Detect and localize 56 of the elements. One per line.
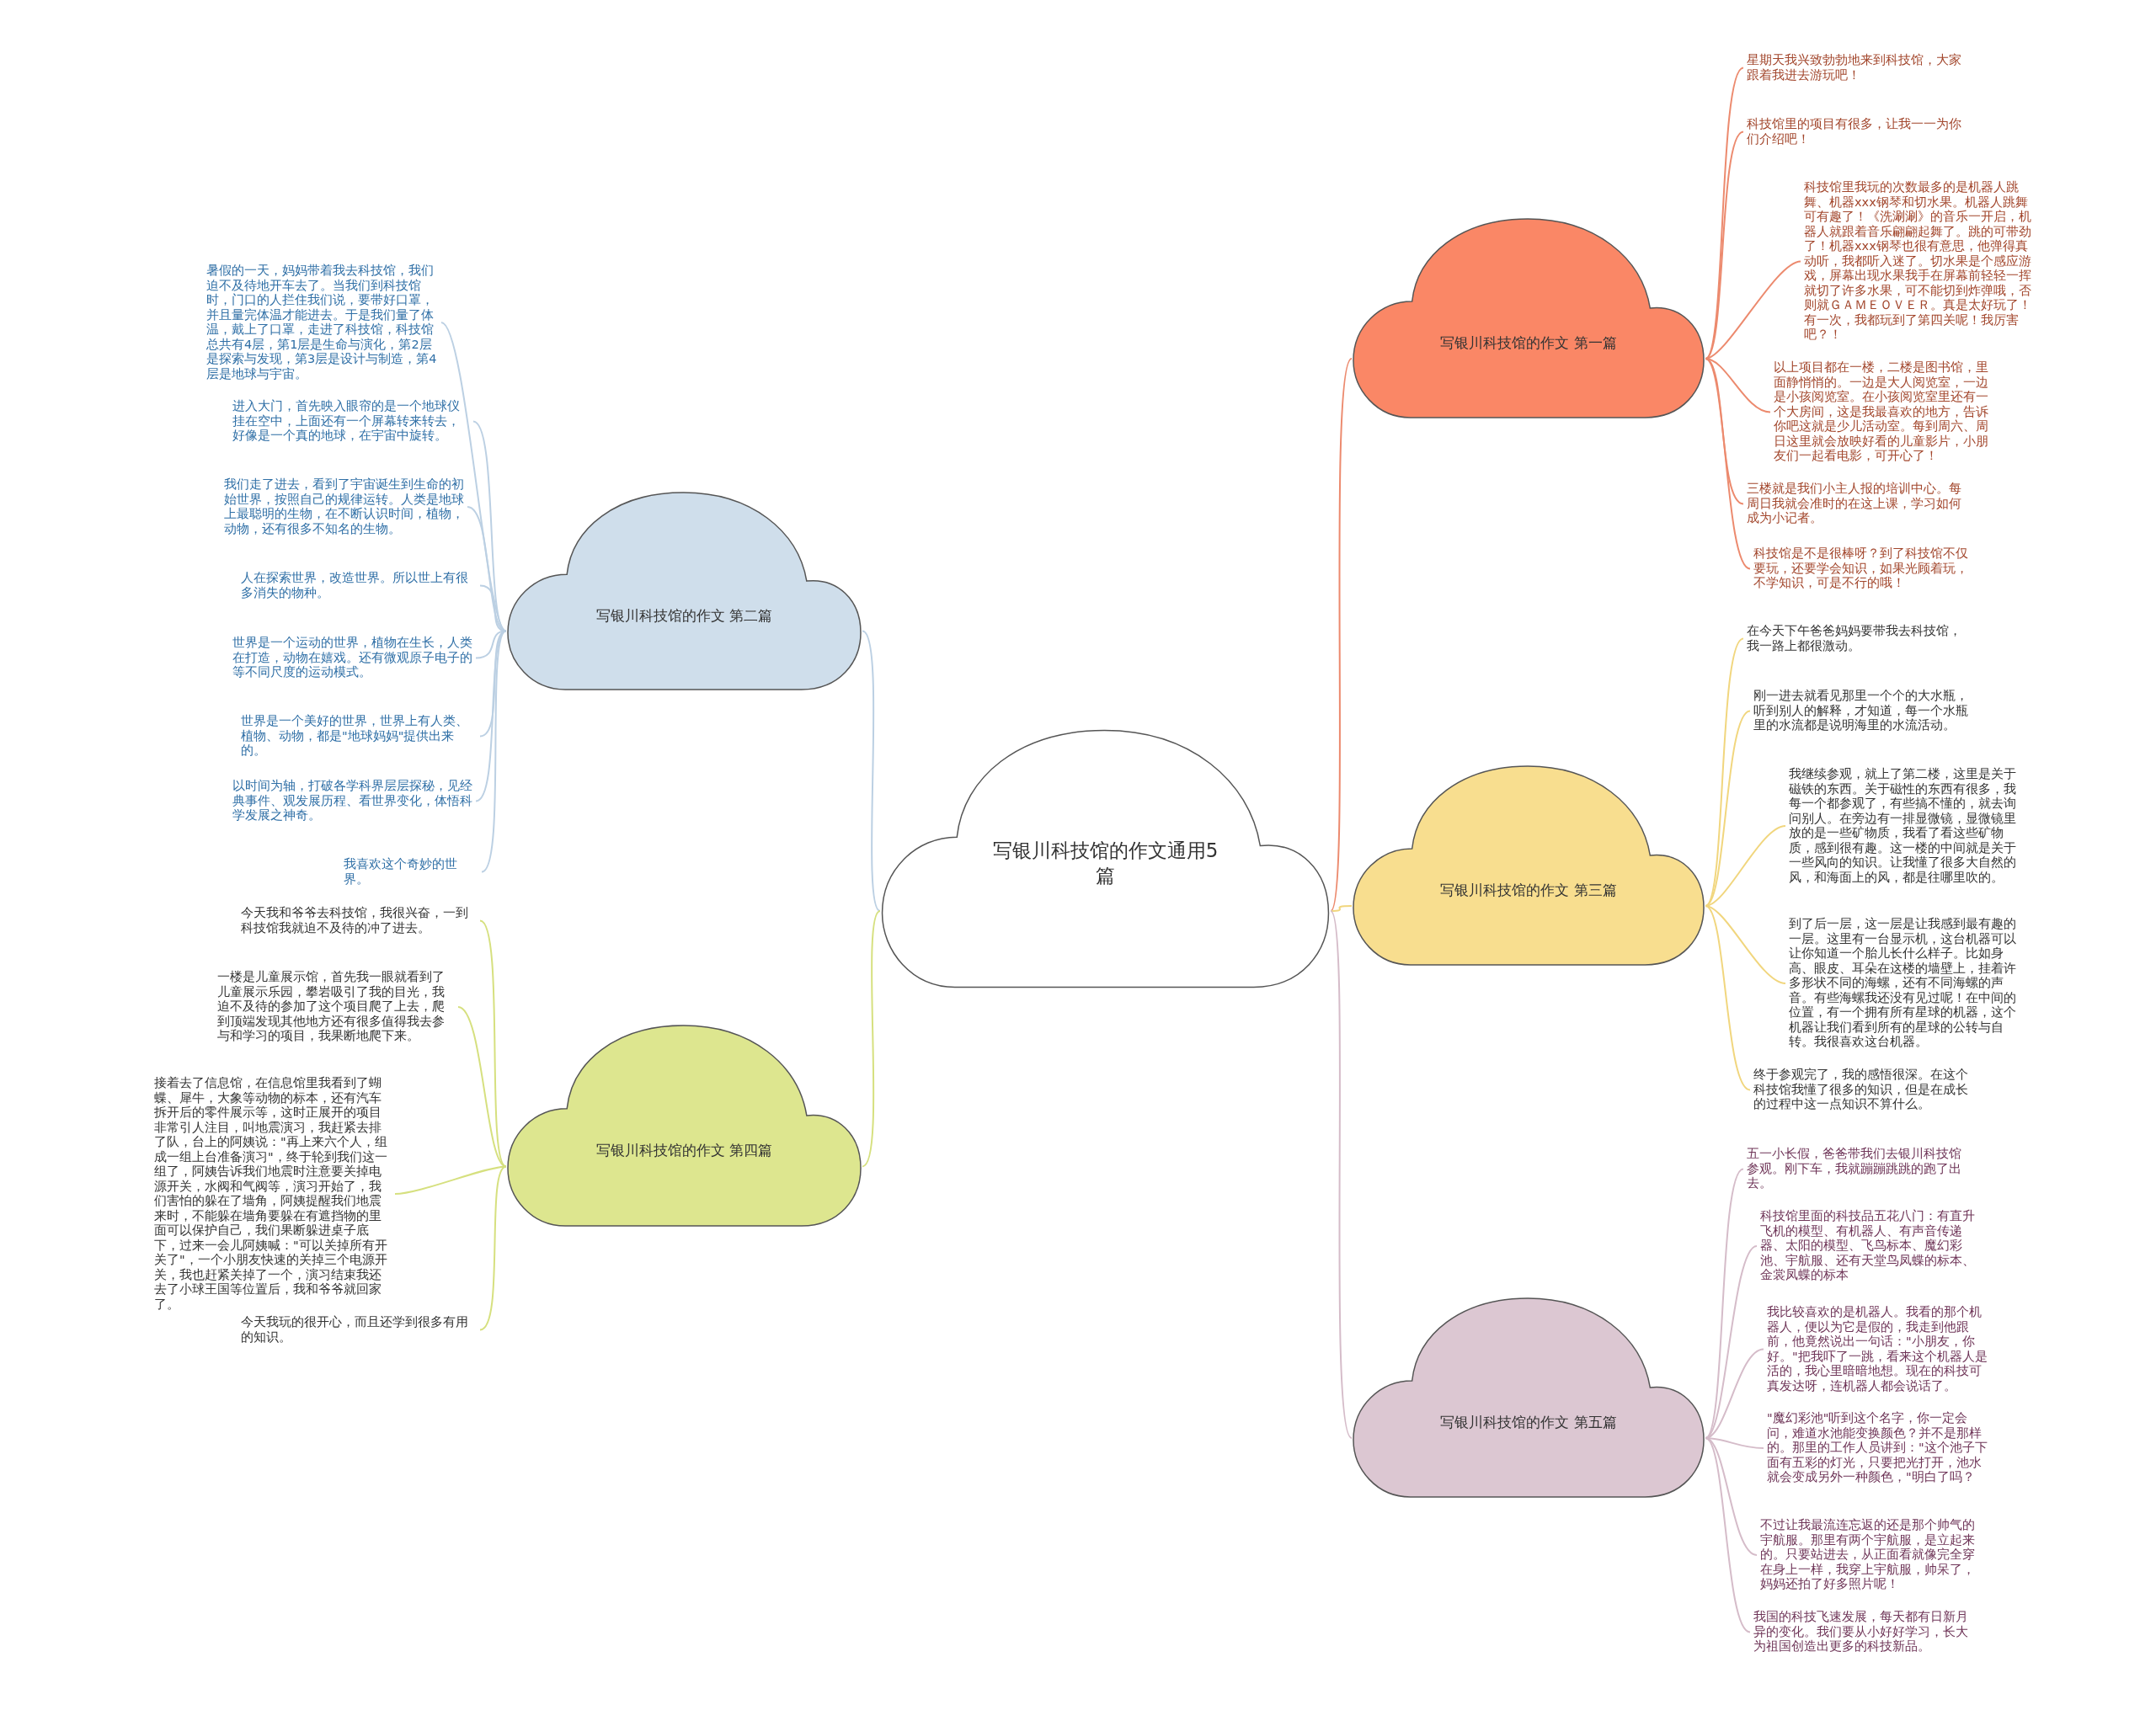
branch-text: 五一小长假，爸爸带我们去银川科技馆参观。刚下车，我就蹦蹦跳跳的跑了出去。 — [1747, 1147, 1970, 1191]
branch-line — [394, 1165, 507, 1195]
branch-text: 到了后一层，这一层是让我感到最有趣的一层。这里有一台显示机，这台机器可以让你知道一个胎儿长什么样子。比如身高、眼皮、耳朵在这楼的墙壁上，挂着许多形状不同的海螺，还有不同海螺的声音。有些海螺我还没有见过呢！在中间的位置，有一个拥有所有星球的机器，这个机器让我们看到所有的星球的公转与自转。我很喜欢这台机器。 — [1789, 917, 2018, 1050]
branch-text: 人在探索世界，改造世界。所以世上有很多消失的物种。 — [241, 571, 477, 600]
branch-line — [1705, 710, 1751, 907]
branch-line — [1705, 1245, 1758, 1439]
cloud-label: 写银川科技馆的作文 第三篇 — [1439, 880, 1618, 899]
branch-line — [1705, 637, 1744, 907]
branch-line — [457, 1006, 507, 1168]
branch-line — [1705, 1168, 1744, 1439]
branch-text: 星期天我兴致勃勃地来到科技馆，大家跟着我进去游玩吧！ — [1747, 53, 1967, 83]
cloud-label: 写银川科技馆的作文通用5篇 — [991, 839, 1219, 889]
branch-line — [862, 910, 881, 1168]
branch-text: 科技馆里我玩的次数最多的是机器人跳舞、机器xxx钢琴和切水果。机器人跳舞可有趣了！《洗涮涮》的音乐一开启，机器人就跟着音乐翩翩起舞了。跳的可带劲了！机器xxx钢琴也很有意思，他弹得真动听，我都听入迷了。切水果是个感应游戏，屏幕出现水果我手在屏幕前轻轻一挥就切了许多水果，可不能切到炸弹哦，否则就ＧＡＭＥＯＶＥＲ。真是太好玩了！有一次，我都玩到了第四关呢！我厉害吧？！ — [1804, 180, 2036, 343]
branch-text: 我比较喜欢的是机器人。我看的那个机器人，便以为它是假的，我走到他跟前，他竟然说出一句话："小朋友，你好。"把我吓了一跳，看来这个机器人是活的，我心里暗暗地想。现在的科技可真发达呀，连机器人都会说话了。 — [1767, 1305, 1990, 1393]
branch-text: 三楼就是我们小主人报的培训中心。每周日我就会准时的在这上课，学习如何成为小记者。 — [1747, 482, 1967, 526]
branch-line — [1705, 905, 1751, 1091]
branch-text: 今天我和爷爷去科技馆，我很兴奋，一到科技馆我就迫不及待的冲了进去。 — [241, 906, 477, 935]
branch-text: 科技馆里面的科技品五花八门：有直升飞机的模型、有机器人、有声音传递器、太阳的模型、飞鸟标本、魔幻彩池、宇航服、还有天堂鸟凤蝶的标本、金裳凤蝶的标本 — [1760, 1209, 1983, 1283]
cloud-label: 写银川科技馆的作文 第五篇 — [1439, 1412, 1618, 1431]
branch-line — [1705, 1437, 1751, 1633]
branch-text: 接着去了信息馆，在信息馆里我看到了蝴蝶、犀牛，大象等动物的标本，还有汽车拆开后的零件展示等，这时正展开的项目非常引人注目，叫地震演习，我赶紧去排了队，台上的阿姨说："再上来六个人，组成一组上台准备演习"，终于轮到我们这一组了，阿姨告诉我们地震时注意要关掉电源开关，水阀和气阀等，演习开始了，我们害怕的躲在了墙角，阿姨提醒我们地震来时，不能躲在墙角要躲在有遮挡物的里面可以保护自己，我们果断躲进桌子底下，过来一会儿阿姨喊："可以关掉所有开关了"，一个小朋友快速的关掉三个电源开关，我也赶紧关掉了一个，演习结束我还去了小球王国等位置后，我和爷爷就回家了。 — [154, 1076, 392, 1312]
cloud-label: 写银川科技馆的作文 第四篇 — [595, 1141, 774, 1160]
branch-text: 我继续参观，就上了第二楼，这里是关于磁铁的东西。关于磁性的东西有很多，我每一个都参观了，有些搞不懂的，就去询问别人。在旁边有一排显微镜，显微镜里放的是一些矿物质，我看了看这些矿物质，感到很有趣。这一楼的中间就是关于一些风向的知识。让我懂了很多大自然的风，和海面上的风，都是往哪里吹的。 — [1789, 767, 2018, 885]
branch-line — [1330, 358, 1353, 912]
branch-text: 终于参观完了，我的感悟很深。在这个科技馆我懂了很多的知识，但是在成长的过程中这一点知识不算什么。 — [1753, 1068, 1977, 1112]
branch-line — [1705, 358, 1771, 413]
branch-text: 不过让我最流连忘返的还是那个帅气的宇航服。那里有两个宇航服，是立起来的。只要站进去，从正面看就像完全穿在身上一样，我穿上宇航服，帅呆了，妈妈还拍了好多照片呢！ — [1760, 1518, 1983, 1592]
branch-text: 以上项目都在一楼，二楼是图书馆，里面静悄悄的。一边是大人阅览室，一边是小孩阅览室。在小孩阅览室里还有一个大房间，这是我最喜欢的地方，告诉你吧这就是少儿活动室。每到周六、周日这里就会放映好看的儿童影片，小朋友们一起看电影，可开心了！ — [1774, 360, 1997, 464]
branch-line — [1705, 131, 1744, 360]
branch-text: 以时间为轴，打破各学科界层层探秘，见经典事件、观发展历程、看世界变化，体悟科学发展之神奇。 — [232, 779, 472, 823]
branch-line — [481, 630, 507, 873]
branch-line — [1330, 905, 1353, 912]
branch-line — [1705, 67, 1744, 360]
branch-line — [1705, 358, 1751, 570]
branch-text: 科技馆是不是很棒呀？到了科技馆不仅要玩，还要学会知识，如果光顾着玩，不学知识，可是不行的哦！ — [1753, 546, 1977, 591]
branch-text: 刚一进去就看见那里一个个的大水瓶，听到别人的解释，才知道，每一个水瓶里的水流都是说明海里的水流活动。 — [1753, 689, 1977, 733]
branch-text: 今天我玩的很开心，而且还学到很多有用的知识。 — [241, 1315, 477, 1345]
branch-text: 世界是一个美好的世界，世界上有人类、植物、动物，都是"地球妈妈"提供出来的。 — [241, 714, 477, 759]
cloud-label: 写银川科技馆的作文 第一篇 — [1439, 333, 1618, 352]
branch-text: 我们走了进去，看到了宇宙诞生到生命的初始世界，按照自己的规律运转。人类是地球上最聪明的生物，在不断认识时间，植物，动物，还有很多不知名的生物。 — [224, 477, 464, 536]
branch-text: 世界是一个运动的世界，植物在生长，人类在打造，动物在嬉戏。还有微观原子电子的等不同尺度的运动模式。 — [232, 636, 472, 680]
branch-line — [1705, 905, 1786, 984]
cloud-label: 写银川科技馆的作文 第二篇 — [595, 605, 774, 625]
branch-text: "魔幻彩池"听到这个名字，你一定会问，难道水池能变换颜色？并不是那样的。那里的工作人员讲到："这个池子下面有五彩的灯光，只要把光打开，池水就会变成另外一种颜色，"明白了吗？ — [1767, 1411, 1990, 1485]
branch-text: 科技馆里的项目有很多，让我一一为你们介绍吧！ — [1747, 117, 1967, 146]
branch-text: 进入大门，首先映入眼帘的是一个地球仪挂在空中，上面还有一个屏幕转来转去，好像是一个真的地球，在宇宙中旋转。 — [232, 399, 470, 444]
branch-line — [1330, 910, 1353, 1439]
branch-text: 我国的科技飞速发展，每天都有日新月异的变化。我们要从小好好学习，长大为祖国创造出更多的科技新品。 — [1753, 1610, 1977, 1654]
branch-text: 在今天下午爸爸妈妈要带我去科技馆，我一路上都很激动。 — [1747, 624, 1967, 653]
branch-line — [1705, 1437, 1758, 1556]
branch-line — [479, 1165, 507, 1331]
branch-text: 暑假的一天，妈妈带着我去科技馆，我们迫不及待地开车去了。当我们到科技馆时，门口的人拦住我们说，要带好口罩，并且量完体温才能进去。于是我们量了体温，戴上了口罩，走进了科技馆，科技馆总共有4层，第1层是生命与演化，第2层是探索与发现，第3层是设计与制造，第4层是地球与宇宙。 — [206, 264, 438, 381]
branch-text: 我喜欢这个奇妙的世界。 — [344, 857, 478, 887]
branch-text: 一楼是儿童展示馆，首先我一眼就看到了儿童展示乐园，攀岩吸引了我的目光，我迫不及待的参加了这个项目爬了上去，爬到顶端发现其他地方还有很多值得我去参与和学习的项目，我果断地爬下来。 — [217, 970, 455, 1044]
branch-line — [862, 630, 881, 912]
